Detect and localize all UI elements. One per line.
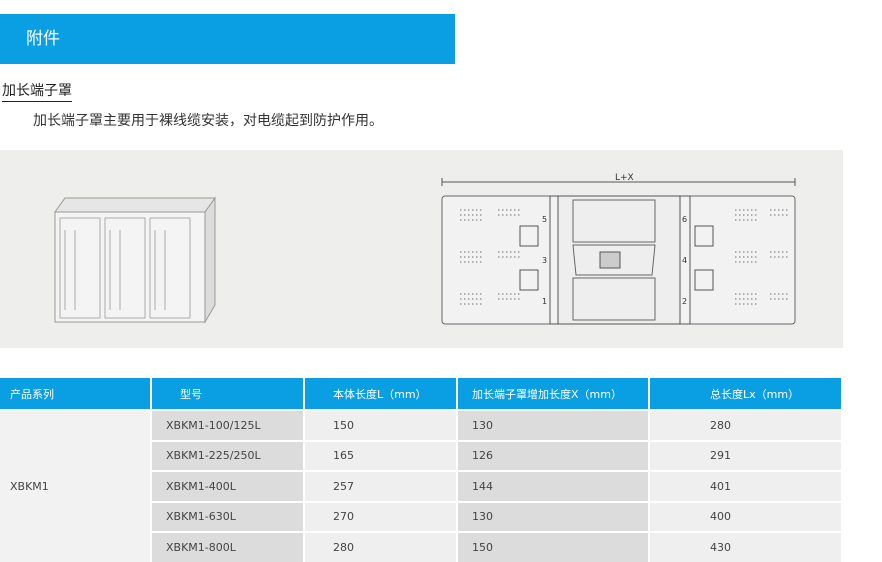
table-header-row: 产品系列 型号 本体长度L（mm） 加长端子罩增加长度X（mm） 总长度Lx（m… bbox=[0, 378, 843, 409]
model-cell: XBKM1-400L bbox=[152, 470, 305, 501]
col-header-model: 型号 bbox=[152, 378, 305, 409]
body-length-cell: 165 bbox=[305, 439, 458, 470]
pole-label: 2 bbox=[682, 297, 687, 306]
pole-label: 4 bbox=[682, 256, 687, 265]
model-cell: XBKM1-100/125L bbox=[152, 409, 305, 440]
extra-length-cell: 130 bbox=[458, 500, 650, 531]
table-row: XBKM1-400L 257 144 401 bbox=[0, 470, 843, 501]
series-cell: XBKM1 bbox=[0, 409, 152, 562]
extra-length-cell: 130 bbox=[458, 409, 650, 440]
section-header-bar: 附件 bbox=[0, 14, 455, 64]
total-length-cell: 291 bbox=[650, 439, 843, 470]
pole-label: 1 bbox=[542, 297, 547, 306]
table-row: XBKM1-225/250L 165 126 291 bbox=[0, 439, 843, 470]
total-length-cell: 430 bbox=[650, 531, 843, 562]
dimension-label: L+X bbox=[615, 173, 634, 183]
subtitle: 加长端子罩 bbox=[2, 80, 72, 102]
body-length-cell: 270 bbox=[305, 500, 458, 531]
table-row: XBKM1-800L 280 150 430 bbox=[0, 531, 843, 562]
table-row: XBKM1 XBKM1-100/125L 150 130 280 bbox=[0, 409, 843, 562]
section-title: 附件 bbox=[26, 29, 60, 49]
col-header-body-length: 本体长度L（mm） bbox=[305, 378, 458, 409]
pole-label: 3 bbox=[542, 256, 547, 265]
product-image-panel: L+X 5 3 1 6 4 2 bbox=[0, 150, 843, 348]
extra-length-cell: 126 bbox=[458, 439, 650, 470]
total-length-cell: 401 bbox=[650, 470, 843, 501]
extra-length-cell: 144 bbox=[458, 470, 650, 501]
model-cell: XBKM1-800L bbox=[152, 531, 305, 562]
col-header-extra-length: 加长端子罩增加长度X（mm） bbox=[458, 378, 650, 409]
model-cell: XBKM1-225/250L bbox=[152, 439, 305, 470]
col-header-total-length: 总长度Lx（mm） bbox=[650, 378, 843, 409]
total-length-cell: 280 bbox=[650, 409, 843, 440]
body-length-cell: 280 bbox=[305, 531, 458, 562]
pole-label: 5 bbox=[542, 215, 547, 224]
total-length-cell: 400 bbox=[650, 500, 843, 531]
extra-length-cell: 150 bbox=[458, 531, 650, 562]
dimension-table: 产品系列 型号 本体长度L（mm） 加长端子罩增加长度X（mm） 总长度Lx（m… bbox=[0, 378, 843, 562]
body-length-cell: 257 bbox=[305, 470, 458, 501]
description: 加长端子罩主要用于裸线缆安装，对电缆起到防护作用。 bbox=[33, 113, 383, 129]
terminal-cover-photo bbox=[54, 196, 216, 324]
col-header-series: 产品系列 bbox=[0, 378, 152, 409]
table-row: XBKM1-630L 270 130 400 bbox=[0, 500, 843, 531]
dimension-drawing: L+X 5 3 1 6 4 2 bbox=[441, 173, 796, 325]
model-cell: XBKM1-630L bbox=[152, 500, 305, 531]
body-length-cell: 150 bbox=[305, 409, 458, 440]
pole-label: 6 bbox=[682, 215, 687, 224]
